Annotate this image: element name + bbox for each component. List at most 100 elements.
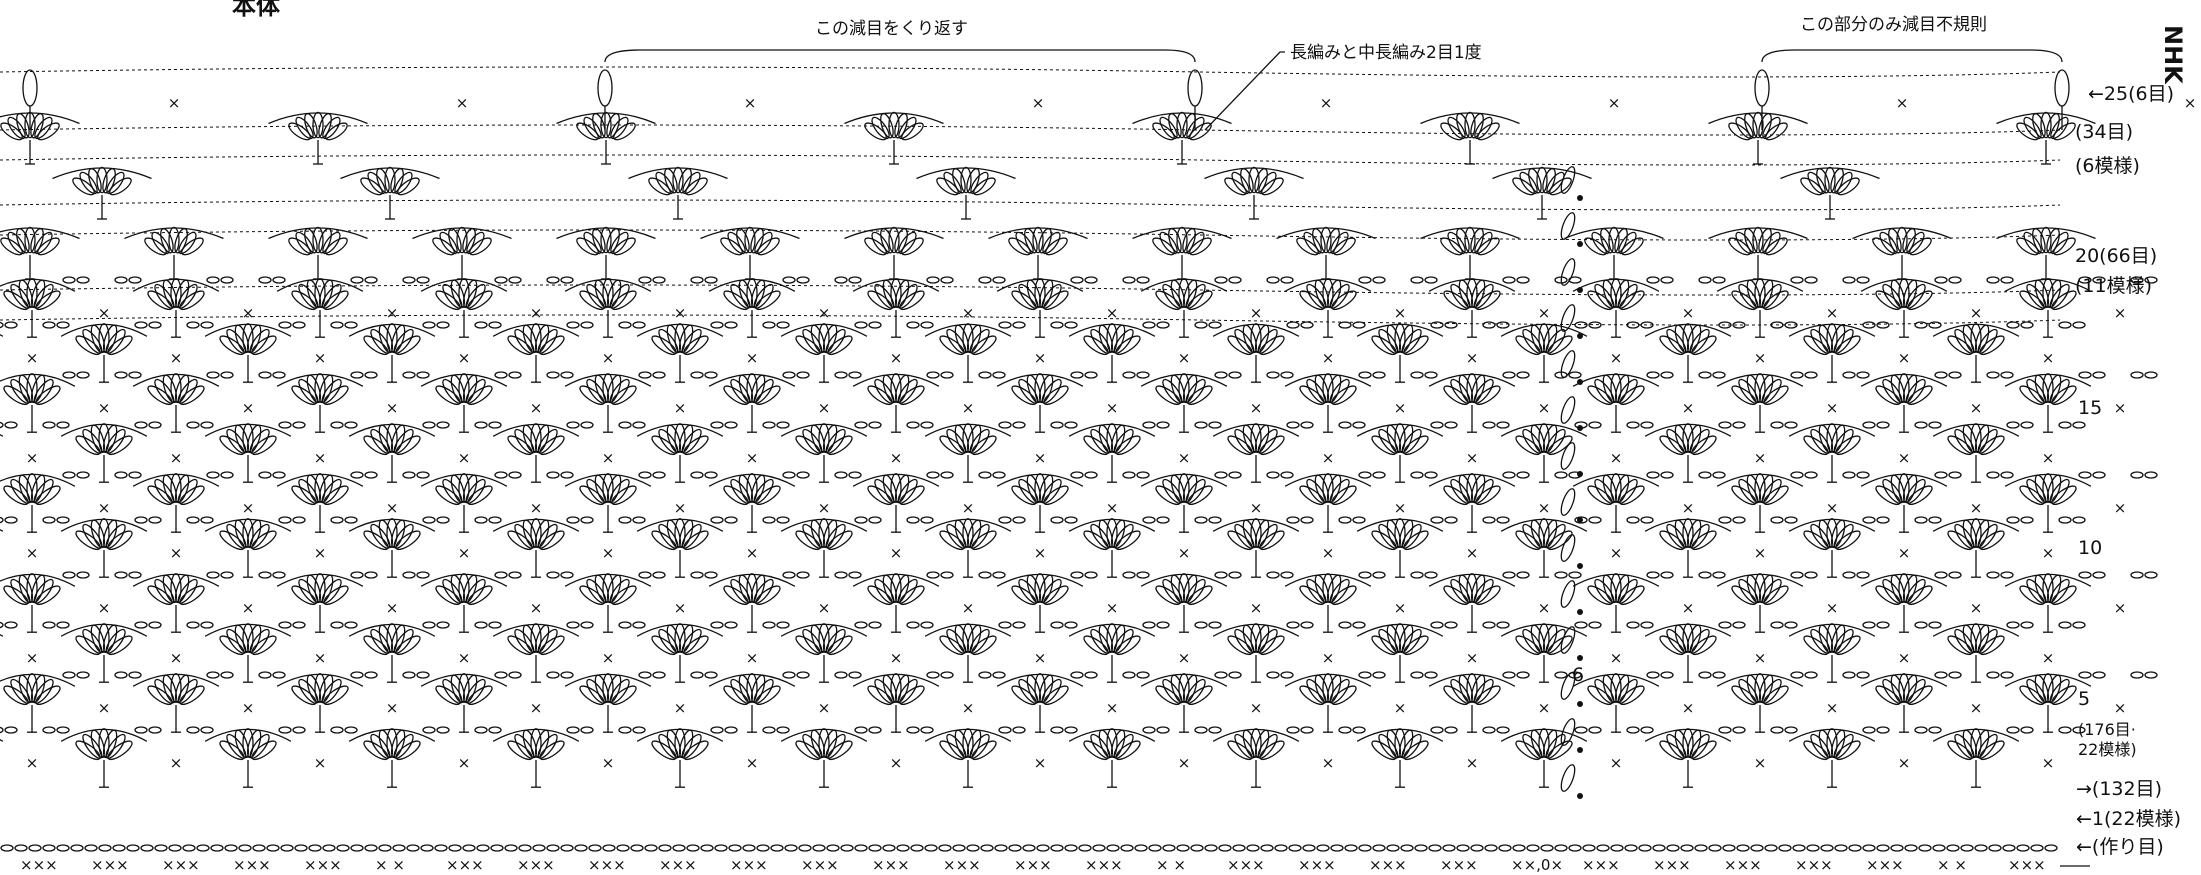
double-crochet-stitch — [1800, 177, 1823, 196]
single-crochet-mark: × — [1394, 399, 1407, 417]
single-crochet-mark: × — [170, 754, 183, 772]
double-crochet-stitch — [1619, 385, 1645, 406]
row-label-132: →(132目) — [2076, 778, 2162, 800]
foundation-sc-group: ××× — [1440, 856, 1478, 874]
chain-stitch — [1064, 321, 1078, 329]
chain-stitch — [1428, 844, 1442, 852]
chain-stitch — [1588, 321, 1602, 329]
double-crochet-stitch — [1018, 283, 1039, 309]
chain-stitch — [1820, 844, 1834, 852]
fan-motif — [0, 739, 4, 742]
double-crochet-stitch — [897, 283, 918, 309]
fan-motif — [412, 226, 512, 280]
double-crochet-stitch — [323, 585, 349, 606]
chain-stitch — [42, 421, 56, 429]
chain-stitch — [1806, 844, 1820, 852]
double-crochet-stitch — [219, 740, 245, 761]
chain-stitch — [546, 571, 560, 579]
double-crochet-stitch — [106, 171, 125, 195]
chain-arc — [1284, 573, 1372, 587]
single-crochet-mark: × — [746, 649, 759, 667]
fan-motif — [348, 423, 436, 483]
chain-stitch — [364, 371, 378, 379]
chain-stitch — [1444, 726, 1458, 734]
double-crochet-stitch — [370, 628, 391, 654]
fan-motif — [1068, 423, 1156, 483]
foundation-sc-group: ××× — [1298, 856, 1336, 874]
chain-stitch — [364, 671, 378, 679]
double-crochet-stitch — [1549, 177, 1572, 196]
double-crochet-stitch — [971, 335, 997, 356]
irregular-bracket — [1761, 49, 2063, 63]
chain-stitch — [1012, 516, 1026, 524]
chain-stitch — [448, 844, 462, 852]
chain-arc — [52, 167, 152, 180]
double-crochet-stitch — [314, 673, 326, 703]
chain-stitch — [710, 621, 724, 629]
chain-arc — [276, 573, 364, 587]
chain-stitch — [1842, 471, 1856, 479]
double-crochet-stitch — [1898, 473, 1910, 503]
chain-stitch — [350, 371, 364, 379]
foundation-sc-group: × × — [1156, 856, 1186, 874]
fan-motif — [556, 111, 656, 165]
double-crochet-stitch — [818, 728, 830, 758]
chain-stitch — [1122, 276, 1136, 284]
chain-stitch — [812, 844, 826, 852]
top-double-crochet — [2054, 69, 2070, 107]
double-crochet-stitch — [179, 585, 205, 606]
double-crochet-stitch — [1259, 335, 1285, 356]
chain-stitch — [1410, 276, 1424, 284]
single-crochet-mark: × — [1250, 599, 1263, 617]
chain-stitch — [2144, 471, 2158, 479]
chain-arc — [1428, 673, 1516, 687]
chain-stitch — [632, 421, 646, 429]
chain-stitch — [1228, 276, 1242, 284]
double-crochet-stitch — [82, 523, 103, 549]
chain-stitch — [638, 276, 652, 284]
single-crochet-mark: × — [1682, 304, 1695, 322]
double-crochet-stitch — [681, 328, 702, 354]
double-crochet-stitch — [1115, 530, 1141, 551]
double-crochet-stitch — [1250, 423, 1262, 453]
chain-stitch — [2020, 726, 2034, 734]
double-crochet-stitch — [1450, 678, 1471, 704]
chain-stitch — [494, 471, 508, 479]
single-crochet-mark: × — [2114, 499, 2127, 517]
chain-stitch — [220, 671, 234, 679]
chain-stitch — [344, 321, 358, 329]
double-crochet-stitch — [2023, 231, 2042, 255]
double-crochet-stitch — [1447, 116, 1466, 140]
double-crochet-stitch — [1762, 116, 1781, 140]
double-crochet-stitch — [1659, 635, 1685, 656]
double-crochet-stitch — [1833, 428, 1854, 454]
double-crochet-stitch — [1824, 166, 1836, 194]
fan-motif — [1140, 473, 1228, 533]
double-crochet-stitch — [1761, 478, 1782, 504]
double-crochet-stitch — [323, 485, 349, 506]
chain-stitch — [0, 844, 14, 852]
double-crochet-stitch — [10, 678, 31, 704]
chain-stitch — [1588, 621, 1602, 629]
double-crochet-stitch — [1979, 530, 2005, 551]
chain-stitch — [848, 276, 862, 284]
chain-stitch — [422, 726, 436, 734]
chain-stitch — [1092, 844, 1106, 852]
fan-motif — [420, 573, 508, 633]
chain-arc — [1428, 278, 1516, 292]
chain-stitch — [906, 621, 920, 629]
double-crochet-stitch — [72, 177, 95, 196]
double-crochet-stitch — [1689, 523, 1710, 549]
single-crochet-mark: × — [386, 599, 399, 617]
double-crochet-stitch — [1617, 678, 1638, 704]
chain-arc — [564, 473, 652, 487]
chain-arc — [0, 473, 76, 487]
double-crochet-stitch — [1905, 378, 1926, 404]
double-crochet-stitch — [1763, 685, 1789, 706]
chain-stitch — [494, 571, 508, 579]
double-crochet-stitch — [442, 678, 463, 704]
chain-arc — [348, 423, 436, 437]
single-crochet-mark: × — [1178, 449, 1191, 467]
double-crochet-stitch — [435, 585, 461, 606]
double-crochet-stitch — [1763, 485, 1789, 506]
